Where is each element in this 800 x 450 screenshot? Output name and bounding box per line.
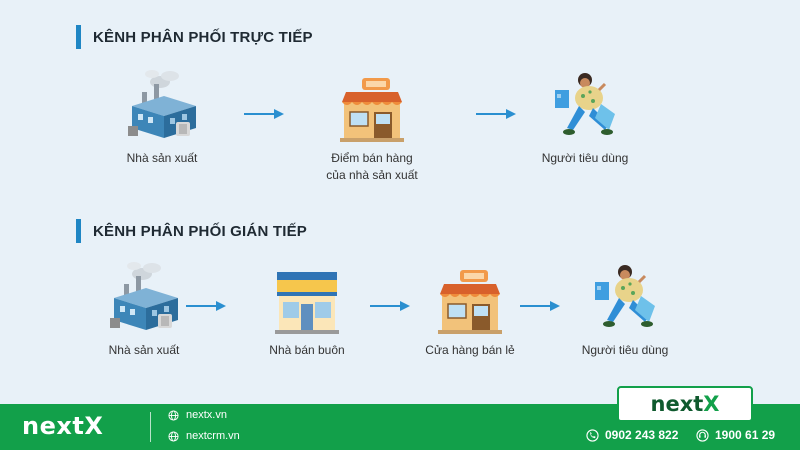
node-retail-store: Cửa hàng bán lẻ — [412, 262, 528, 359]
node-producer: Nhà sản xuất — [112, 66, 212, 167]
wholesale-store-icon — [275, 272, 339, 334]
node-producer: Nhà sản xuất — [94, 258, 194, 359]
node-producer-store: Điểm bán hàng của nhà sản xuất — [316, 70, 428, 184]
footer-brand: nextX — [22, 412, 104, 440]
shopper-icon — [593, 263, 657, 329]
section-title-text: KÊNH PHÂN PHỐI TRỰC TIẾP — [93, 28, 313, 46]
node-wholesaler: Nhà bán buôn — [254, 262, 360, 359]
headset-icon — [696, 428, 709, 442]
hotline-number: 1900 61 29 — [715, 428, 776, 442]
section-title-text: KÊNH PHÂN PHỐI GIÁN TIẾP — [93, 222, 307, 240]
accent-bar — [76, 25, 81, 49]
phone-icon — [586, 428, 599, 442]
factory-icon — [128, 70, 196, 138]
node-label: Nhà sản xuất — [126, 151, 198, 165]
logo-badge: nextX — [617, 386, 753, 422]
logo-text: nextX — [651, 392, 720, 416]
shopper-icon — [553, 71, 617, 137]
node-label: Người tiêu dùng — [581, 343, 669, 357]
arrow-right-icon — [370, 300, 410, 312]
factory-icon — [110, 262, 178, 330]
store-icon — [339, 77, 405, 142]
accent-bar — [76, 219, 81, 243]
section-title-indirect: KÊNH PHÂN PHỐI GIÁN TIẾP — [76, 218, 307, 244]
node-label-line: Điểm bán hàng — [331, 151, 413, 165]
node-label: Nhà sản xuất — [108, 343, 180, 357]
hotline-contact[interactable]: 1900 61 29 — [696, 428, 775, 442]
globe-icon — [168, 430, 179, 442]
logo-x: X — [703, 392, 720, 416]
node-consumer: Người tiêu dùng — [570, 262, 680, 359]
phone-number: 0902 243 822 — [605, 428, 679, 442]
footer-link-text: nextcrm.vn — [186, 430, 240, 442]
node-label: Điểm bán hàng của nhà sản xuất — [326, 150, 417, 184]
node-label: Người tiêu dùng — [541, 151, 629, 165]
divider — [150, 412, 151, 442]
footer-link[interactable]: nextx.vn — [168, 409, 227, 421]
arrow-right-icon — [520, 300, 560, 312]
arrow-right-icon — [244, 108, 284, 120]
node-label-line: của nhà sản xuất — [326, 168, 418, 182]
node-consumer: Người tiêu dùng — [530, 70, 640, 167]
store-icon — [437, 269, 503, 334]
arrow-right-icon — [476, 108, 516, 120]
logo-main: next — [650, 392, 704, 416]
globe-icon — [168, 409, 179, 421]
node-label: Nhà bán buôn — [269, 343, 345, 357]
arrow-right-icon — [186, 300, 226, 312]
node-label: Cửa hàng bán lẻ — [425, 343, 515, 357]
footer-link-text: nextx.vn — [186, 409, 227, 421]
phone-contact[interactable]: 0902 243 822 — [586, 428, 678, 442]
section-title-direct: KÊNH PHÂN PHỐI TRỰC TIẾP — [76, 24, 313, 50]
footer-link[interactable]: nextcrm.vn — [168, 430, 240, 442]
